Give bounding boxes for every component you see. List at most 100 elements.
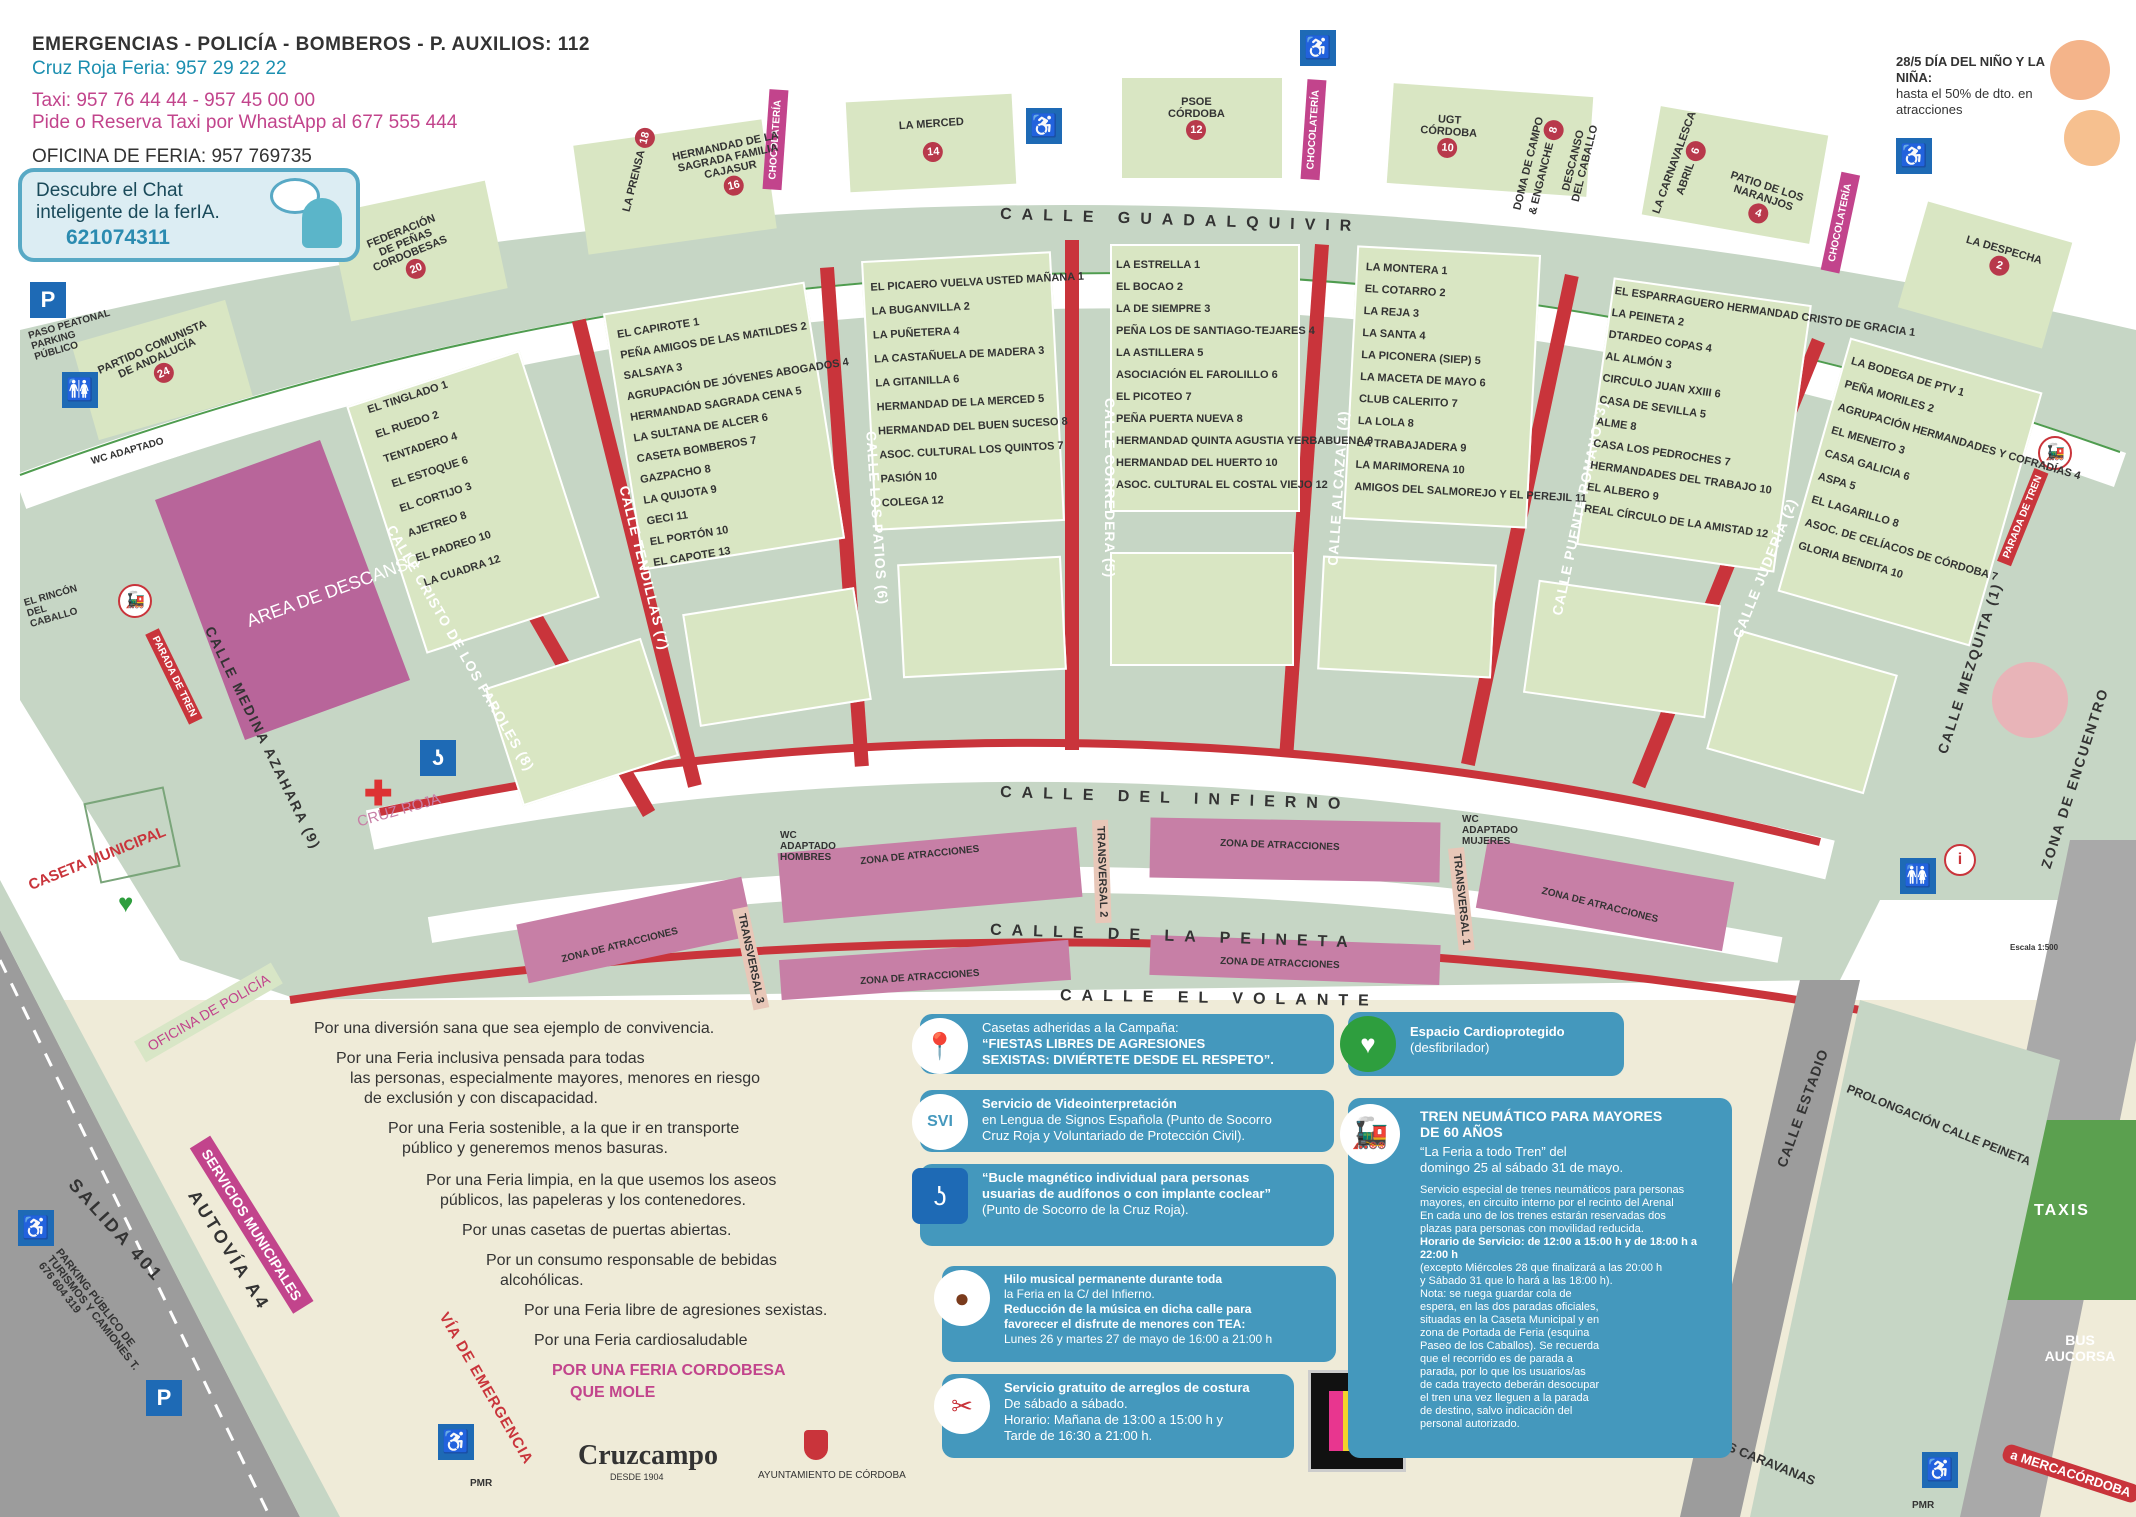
b6-list: EL PICAERO VUELVA USTED MAÑANA 1 LA BUGA… (870, 265, 1096, 516)
block-corredera-lower (1110, 552, 1294, 666)
b5-item: ASOCIACIÓN EL FAROLILLO 6 (1116, 369, 1278, 381)
zona-encuentro-circle (1992, 662, 2068, 738)
block-corredera-upper (1110, 244, 1300, 512)
ai-head-icon (302, 198, 342, 248)
value-line-8: públicos, las papeleras y los contenedor… (440, 1192, 746, 1209)
castanets-icon: ● (934, 1270, 990, 1326)
kids-illustration (2040, 20, 2126, 170)
value-line-12: Por una Feria libre de agresiones sexist… (524, 1302, 828, 1319)
kids-day-promo: 28/5 DÍA DEL NIÑO Y LA NIÑA: hasta el 50… (1890, 48, 2062, 124)
train-icon-map-1: 🚂 (118, 584, 152, 618)
taxi-whatsapp[interactable]: Pide o Reserva Taxi por WhastApp al 677 … (32, 112, 458, 133)
value-line-14: POR UNA FERIA CORDOBESA (552, 1362, 786, 1379)
campana-line-c: SEXISTAS: DIVIÉRTETE DESDE EL RESPETO”. (982, 1052, 1274, 1067)
value-line-9: Por unas casetas de puertas abiertas. (462, 1222, 732, 1239)
hearing-loop-icon-map: ʖ (420, 740, 456, 776)
b5-item: LA ASTILLERA 5 (1116, 347, 1204, 359)
hilo-line-b: Reducción de la música en dicha calle pa… (1004, 1302, 1252, 1316)
tren-body-line: Servicio especial de trenes neumáticos p… (1420, 1184, 1685, 1196)
defibrillator-icon-map: ♥ (118, 888, 134, 918)
value-line-4: de exclusión y con discapacidad. (364, 1090, 598, 1107)
oficina-feria-phone[interactable]: OFICINA DE FERIA: 957 769735 (32, 146, 312, 167)
costura-line-a: De sábado a sábado. (1004, 1396, 1128, 1411)
bucle-line-a: “Bucle magnético individual para persona… (982, 1170, 1250, 1185)
block-patios-lower (897, 555, 1067, 679)
label-pmr-2: PMR (1912, 1500, 1935, 1511)
tren-body-line: de destino, salvo indicación del (1420, 1405, 1573, 1417)
b5-item: EL PICOTEO 7 (1116, 391, 1192, 403)
promo-title: 28/5 DÍA DEL NIÑO Y LA NIÑA: (1896, 54, 2045, 85)
value-line-7: Por una Feria limpia, en la que usemos l… (426, 1172, 777, 1189)
tren-body-line: de cada trayecto deberán desocupar (1420, 1379, 1600, 1391)
tren-title-b: DE 60 AÑOS (1420, 1124, 1503, 1140)
video-title: Servicio de Videointerpretación (982, 1096, 1177, 1111)
tren-body-line: el tren una vez lleguen a la parada (1420, 1392, 1589, 1404)
calle-infierno-band (365, 741, 1835, 880)
value-line-3: las personas, especialmente mayores, men… (350, 1070, 760, 1087)
block-alcazar-lower (1317, 555, 1497, 679)
chat-bubble-icon (270, 178, 320, 214)
costura-title: Servicio gratuito de arreglos de costura (1004, 1380, 1250, 1395)
label-bus: BUS AUCORSA (2044, 1332, 2116, 1364)
value-line-1: Por una diversión sana que sea ejemplo d… (314, 1020, 715, 1037)
hearing-loop-icon: ʖ (912, 1168, 968, 1224)
wheelchair-icon-merced: ♿ (1026, 108, 1062, 144)
b5-item: HERMANDAD DEL HUERTO 10 (1116, 457, 1278, 469)
legend-bucle: ʖ “Bucle magnético individual para perso… (912, 1164, 1334, 1246)
info-icon: i (1944, 844, 1976, 876)
cardio-title: Espacio Cardioprotegido (1410, 1024, 1565, 1039)
wheelchair-icon-pmr-1: ♿ (438, 1424, 474, 1460)
wc-icon-left: 🚻 (62, 372, 98, 408)
promo-text: hasta el 50% de dto. en atracciones (1896, 86, 2033, 117)
b5-item: PEÑA LOS DE SANTIAGO-TEJARES 4 (1116, 325, 1315, 337)
tren-body-line: parada, por lo que los usuarios/as (1420, 1366, 1586, 1378)
wc-icon-right: 🚻 (1900, 858, 1936, 894)
legend-cardio: ♥ Espacio Cardioprotegido (desfibrilador… (1340, 1012, 1624, 1076)
tren-body-line: Paseo de los Caballos). Se recuerda (1420, 1340, 1600, 1352)
taxi-phones[interactable]: Taxi: 957 76 44 44 - 957 45 00 00 (32, 90, 316, 111)
legend-campana: 📍 Casetas adheridas a la Campaña: “FIEST… (912, 1014, 1334, 1074)
chat-number[interactable]: 621074311 (66, 226, 170, 249)
defibrillator-icon: ♥ (1340, 1016, 1396, 1072)
b5-item: LA ESTRELLA 1 (1116, 259, 1201, 271)
value-line-6: público y generemos menos basuras. (402, 1140, 668, 1157)
b5-list: LA ESTRELLA 1 EL BOCAO 2 LA DE SIEMPRE 3… (1116, 254, 1373, 496)
value-line-13: Por una Feria cardiosaludable (534, 1332, 748, 1349)
tren-body-line: zona de Portada de Feria (esquina (1420, 1327, 1590, 1339)
caseta-municipal-box (83, 786, 181, 884)
parking-icon-bottom: P (146, 1380, 182, 1416)
bucle-line-c: (Punto de Socorro de la Cruz Roja). (982, 1202, 1189, 1217)
ayuntamiento-logo: AYUNTAMIENTO DE CÓRDOBA (758, 1470, 906, 1481)
parking-icon-top: P (30, 282, 66, 318)
costura-line-c: Tarde de 16:30 a 21:00 h. (1004, 1428, 1153, 1443)
ayuntamiento-crest-icon (804, 1430, 828, 1460)
bucle-line-b: usuarias de audífonos o con implante coc… (982, 1186, 1271, 1201)
chat-line-2: inteligente de la ferIA. (36, 202, 220, 223)
video-line-a: en Lengua de Signos Española (Punto de S… (982, 1112, 1272, 1127)
emergency-line: EMERGENCIAS - POLICÍA - BOMBEROS - P. AU… (32, 34, 590, 55)
tren-title-a: TREN NEUMÁTICO PARA MAYORES (1420, 1108, 1663, 1124)
legend-costura: ✂ Servicio gratuito de arreglos de costu… (934, 1374, 1294, 1458)
chat-box[interactable]: Descubre el Chat inteligente de la ferIA… (18, 168, 360, 262)
b4-list: LA MONTERA 1 EL COTARRO 2 LA REJA 3 LA S… (1354, 256, 1599, 510)
b5-item: PEÑA PUERTA NUEVA 8 (1116, 413, 1243, 425)
tren-sub-b: domingo 25 al sábado 31 de mayo. (1420, 1160, 1624, 1175)
label-taxis: TAXIS (2034, 1202, 2090, 1219)
cardio-sub: (desfibrilador) (1410, 1040, 1490, 1055)
tren-body-line: Nota: se ruega guardar cola de (1420, 1288, 1572, 1300)
tren-body-line: situadas en la Caseta Municipal y en (1420, 1314, 1600, 1326)
cruzcampo-logo: Cruzcampo (578, 1440, 718, 1471)
legend-hilo: ● Hilo musical permanente durante toda l… (934, 1266, 1336, 1362)
legend-video: SVI Servicio de Videointerpretación en L… (912, 1090, 1334, 1152)
costura-line-b: Horario: Mañana de 13:00 a 15:00 h y (1004, 1412, 1223, 1427)
label-escala: Escala 1:500 (2010, 943, 2059, 952)
hilo-line-c: favorecer el disfrute de menores con TEA… (1004, 1317, 1246, 1331)
label-wc-hombres: WC ADAPTADO HOMBRES (780, 830, 836, 863)
cruz-roja-phone[interactable]: Cruz Roja Feria: 957 29 22 22 (32, 58, 287, 79)
aparcamientos (1750, 1000, 2060, 1517)
tren-body-line: y Sábado 31 que lo hará a las 18:00 h). (1420, 1275, 1613, 1287)
highway-strip (0, 880, 340, 1517)
tren-body-line: que el recorrido es de parada a (1420, 1353, 1573, 1365)
